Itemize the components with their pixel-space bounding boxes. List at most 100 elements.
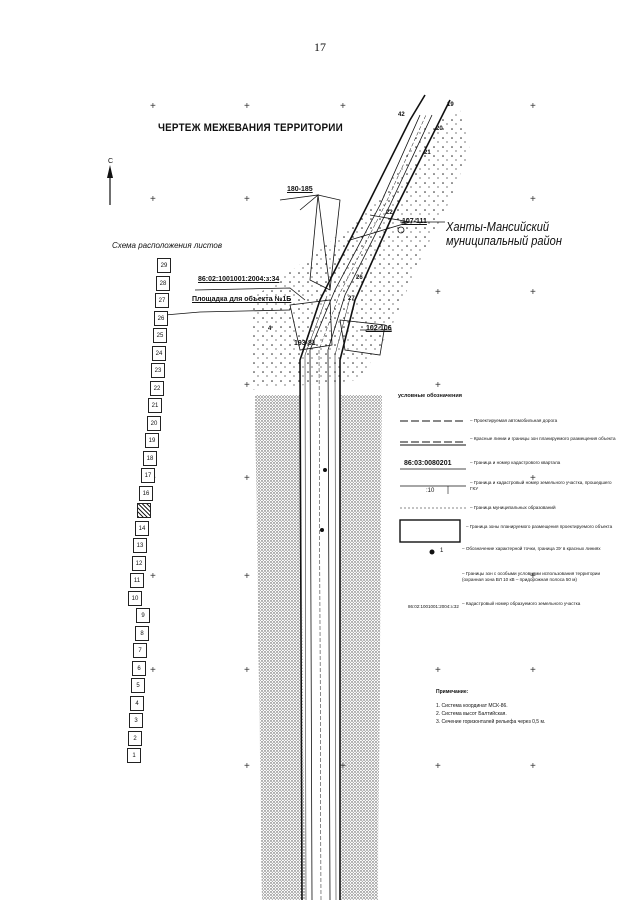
sheet-9: 9 (136, 608, 150, 623)
points-180-185: 180-185 (287, 186, 313, 193)
note-3: 3. Сечение горизонталей рельефа через 0,… (436, 719, 546, 725)
vegetation-area (250, 110, 470, 390)
legend-parcel-code: 86:02:1001001:2004:з:32 (408, 604, 459, 609)
sheet-7: 7 (133, 643, 147, 658)
point-22: 22 (386, 210, 393, 216)
sheet-23: 23 (151, 363, 165, 378)
grid-cross: + (150, 571, 156, 582)
legend-item-red-lines: – Красные линии и границы зон планируемо… (470, 436, 616, 441)
legend-point-label: 1 (440, 548, 444, 554)
legend-parcel-num: :10 (426, 488, 435, 494)
grid-cross: + (244, 194, 250, 205)
point-26: 26 (356, 275, 363, 281)
sheet-28: 28 (156, 276, 170, 291)
grid-cross: + (435, 380, 441, 391)
legend-item-new-parcel: – Кадастровый номер образуемого земельно… (462, 601, 581, 606)
point-42: 42 (398, 112, 405, 118)
sheet-21: 21 (148, 398, 162, 413)
site-pads (164, 194, 445, 356)
grid-cross: + (244, 380, 250, 391)
legend-title: условные обозначения (398, 393, 462, 399)
point-21: 21 (424, 150, 431, 156)
sheet-20: 20 (147, 416, 161, 431)
grid-cross: + (244, 665, 250, 676)
note-2: 2. Система высот Балтийская. (436, 711, 507, 717)
sheet-29: 29 (157, 258, 171, 273)
legend-item-zone: – Граница зоны планируемого размещения п… (466, 524, 613, 529)
north-arrow (107, 165, 113, 205)
sheet-25: 25 (153, 328, 167, 343)
grid-cross: + (530, 194, 536, 205)
points-193: 193-81 (294, 340, 316, 347)
sheet-18: 18 (143, 451, 157, 466)
sheet-1: 1 (127, 748, 141, 763)
sheet-24: 24 (152, 346, 166, 361)
grid-cross: + (150, 194, 156, 205)
grid-cross: + (150, 101, 156, 112)
sheet-22: 22 (150, 381, 164, 396)
sheet-12: 12 (132, 556, 146, 571)
notes-title: Примечание: (436, 689, 469, 695)
legend-symbols (399, 420, 466, 555)
sheet-26: 26 (154, 311, 168, 326)
point-19: 19 (447, 102, 454, 108)
district-line-1: Ханты-Мансийский (446, 219, 550, 234)
sheet-8: 8 (135, 626, 149, 641)
site-label: Площадка для объекта №1Б (192, 296, 292, 303)
point-20: 20 (436, 126, 443, 132)
points-102-106: 102-106 (366, 325, 392, 332)
road-corridor (299, 94, 451, 901)
sheet-13: 13 (133, 538, 147, 553)
grid-cross: + (530, 287, 536, 298)
grid-cross: + (530, 571, 536, 582)
grid-cross: + (530, 761, 536, 772)
legend-item-parcel: – Граница и кадастровый номер земельного… (470, 480, 612, 491)
sheet-17: 17 (141, 468, 155, 483)
sheet-10: 10 (128, 591, 142, 606)
sheet-3: 3 (129, 713, 143, 728)
grid-cross: + (435, 287, 441, 298)
district-label: Ханты-Мансийский муниципальный район (446, 220, 562, 248)
sheet-6: 6 (132, 661, 146, 676)
legend-item-road: – Проектируемая автомобильная дорога (470, 418, 558, 423)
forest-area-left (255, 395, 305, 900)
grid-cross: + (150, 665, 156, 676)
grid-cross: + (340, 101, 346, 112)
grid-cross: + (340, 761, 346, 772)
legend-item-quarter: – Граница и номер кадастрового квартала (470, 460, 561, 465)
point-4: 4 (268, 326, 272, 332)
sheet-5: 5 (131, 678, 145, 693)
sheet-19: 19 (145, 433, 159, 448)
legend-item-municipal: – Граница муниципальных образований (470, 505, 556, 510)
page-number: 17 (314, 40, 326, 54)
grid-cross: + (244, 761, 250, 772)
grid-cross: + (530, 101, 536, 112)
sheet-15 (137, 503, 151, 518)
sheet-4: 4 (130, 696, 144, 711)
legend-item-special-zone: – Границы зон с особыми условиями исполь… (462, 571, 601, 582)
sheet-27: 27 (155, 293, 169, 308)
points-107-111: 107-111 (402, 218, 427, 225)
drawing-title: ЧЕРТЕЖ МЕЖЕВАНИЯ ТЕРРИТОРИИ (158, 122, 343, 134)
district-line-2: муниципальный район (446, 233, 562, 248)
point-27: 27 (348, 296, 355, 302)
notes-block: Примечание: 1. Система координат МСК-86.… (436, 688, 545, 726)
grid-cross: + (530, 473, 536, 484)
grid-cross: + (435, 761, 441, 772)
grid-cross: + (244, 571, 250, 582)
sheet-scheme-title: Схема расположения листов (112, 241, 223, 250)
legend-quarter-code: 86:03:0080201 (404, 460, 452, 467)
grid-cross: + (435, 665, 441, 676)
sheet-2: 2 (128, 731, 142, 746)
legend-item-point: – Обозначение характерной точки, граница… (462, 546, 601, 551)
sheet-16: 16 (139, 486, 153, 501)
north-label: С (108, 158, 114, 165)
grid-cross: + (530, 665, 536, 676)
grid-cross: + (244, 101, 250, 112)
note-1: 1. Система координат МСК-86. (436, 703, 508, 709)
cadastre-label: 86:02:1001001:2004:з:34 (198, 276, 280, 283)
forest-area-right (340, 395, 382, 900)
sheet-11: 11 (130, 573, 144, 588)
sheet-14: 14 (135, 521, 149, 536)
